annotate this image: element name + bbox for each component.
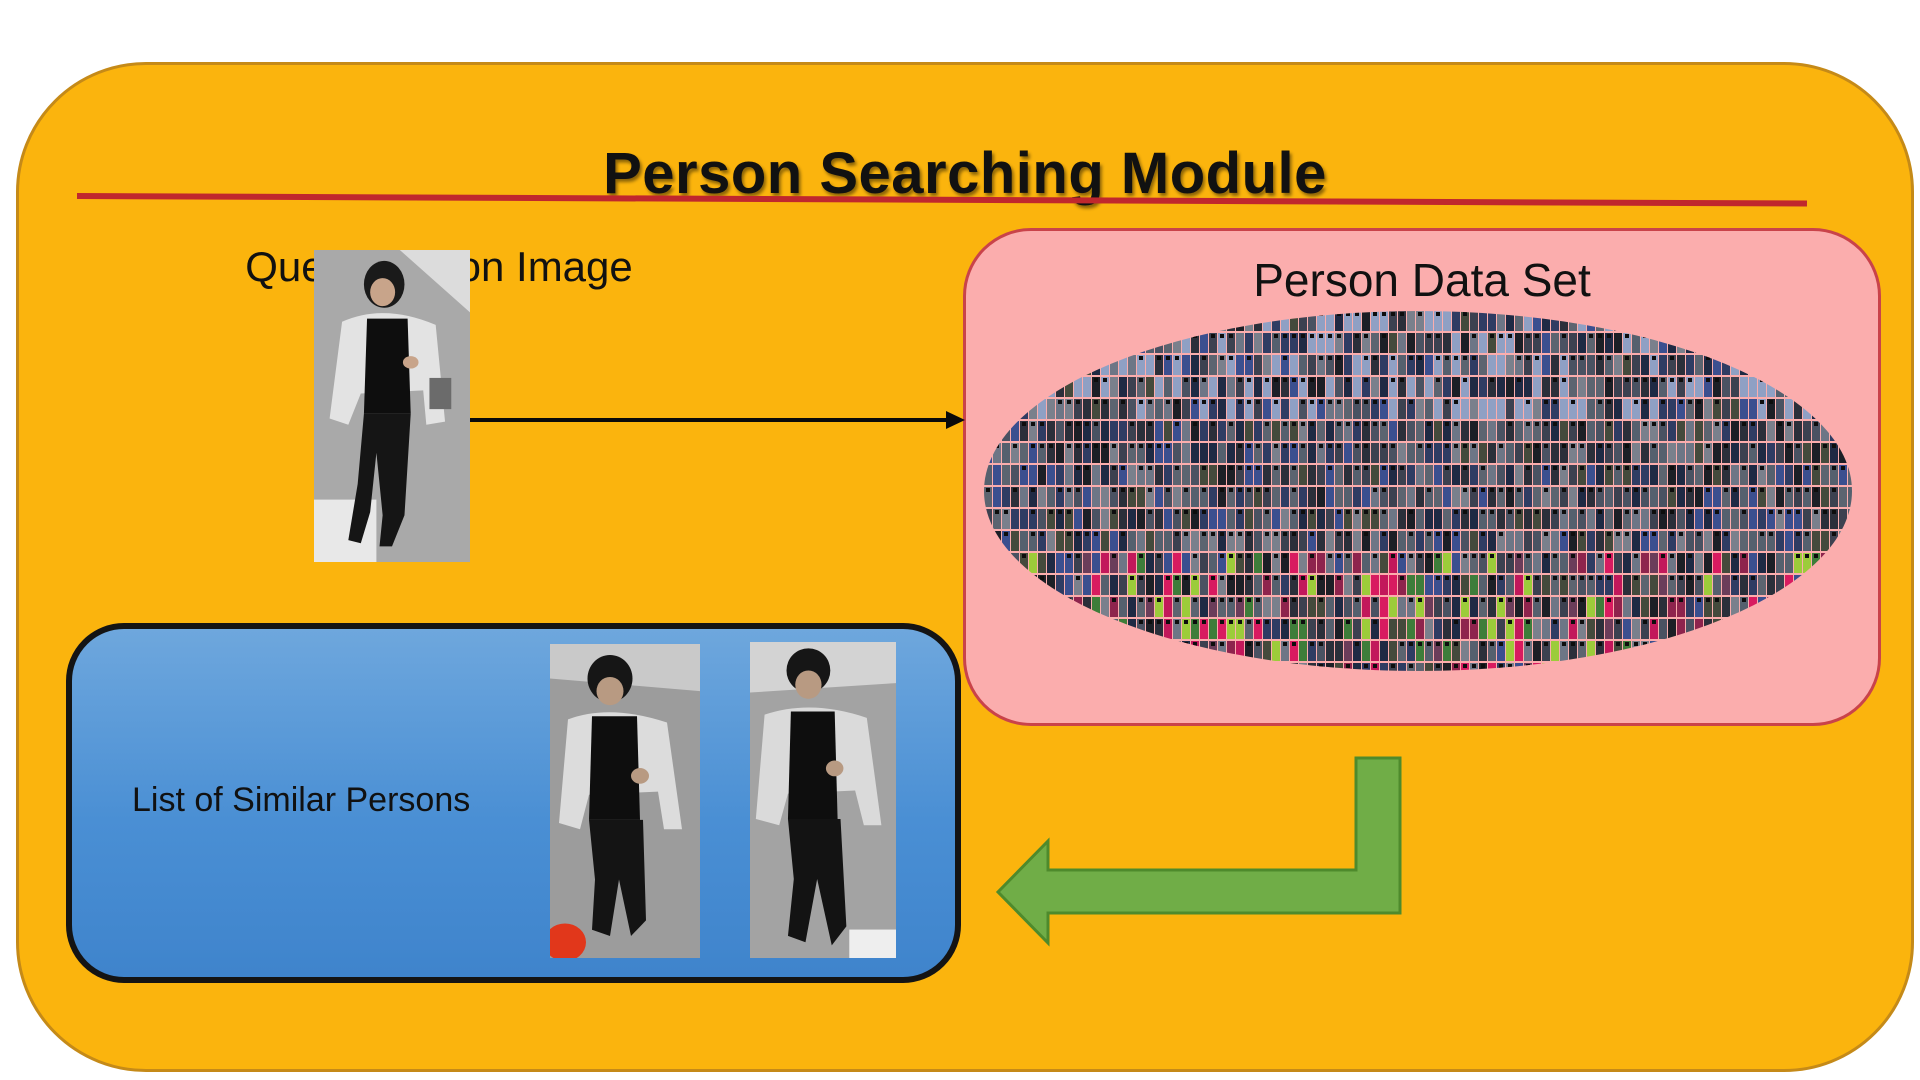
- result-person-photo: [750, 642, 896, 958]
- arrow-right-icon: [470, 411, 965, 429]
- person-searching-module: Person Searching Module Query Person Ima…: [16, 62, 1914, 1072]
- result-person-photo: [550, 644, 700, 958]
- dataset-panel: Person Data Set: [963, 228, 1881, 726]
- results-panel: List of Similar Persons: [66, 623, 961, 983]
- query-person-photo: [314, 250, 470, 562]
- results-label: List of Similar Persons: [132, 781, 471, 819]
- arrow-bent-left-icon: [995, 756, 1402, 947]
- dataset-mosaic: [984, 311, 1852, 689]
- dataset-label: Person Data Set: [1253, 254, 1591, 306]
